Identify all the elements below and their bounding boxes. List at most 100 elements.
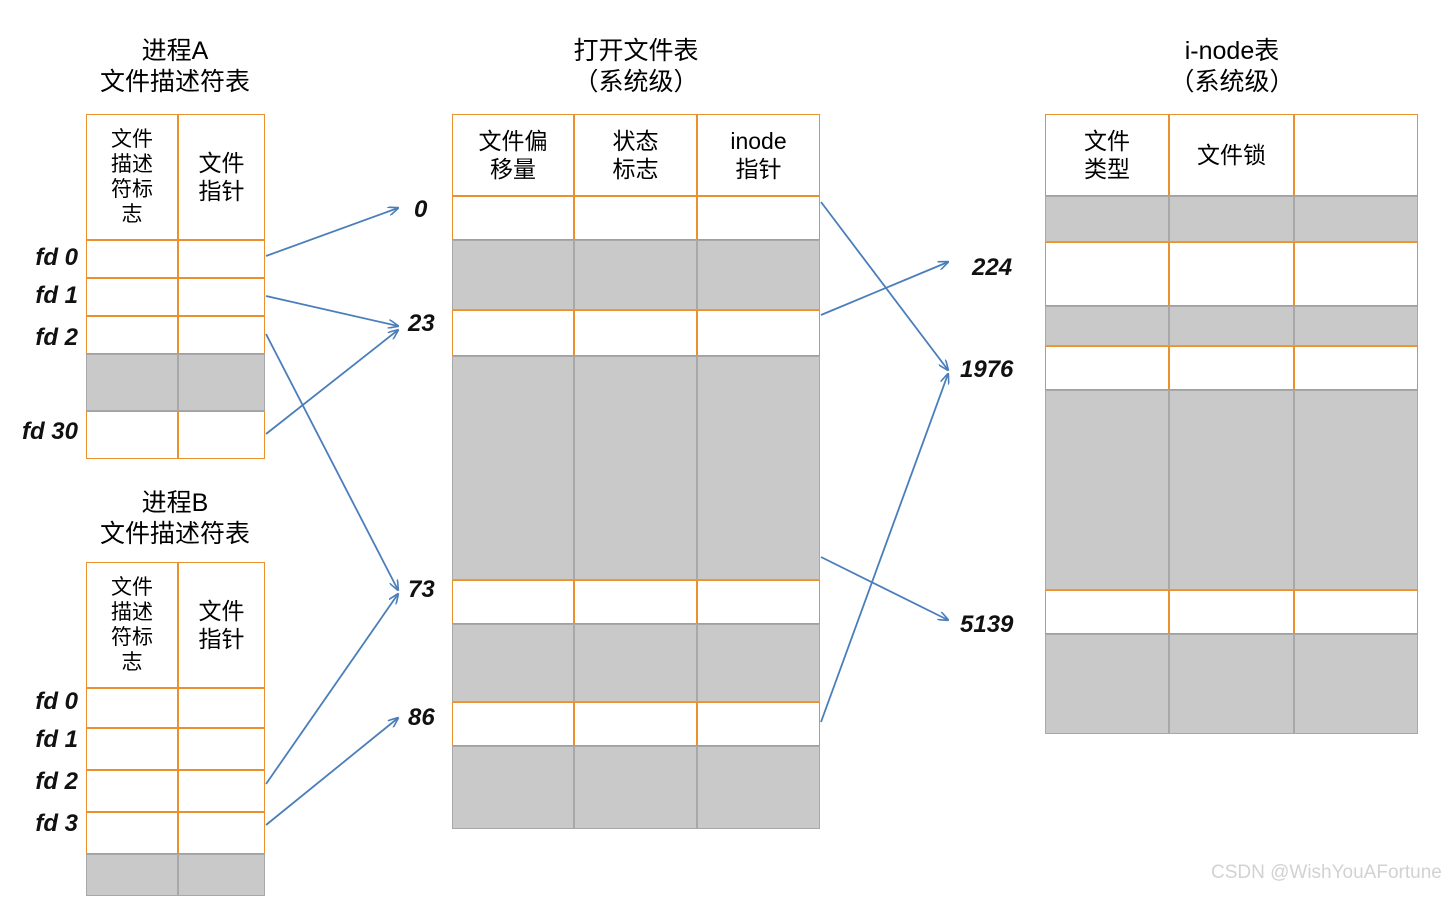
table-row-empty bbox=[1045, 634, 1418, 734]
column-header-fd-flag: 文件 描述 符标 志 bbox=[86, 562, 178, 688]
cell-file-lock bbox=[1169, 306, 1294, 346]
table-row[interactable] bbox=[1045, 590, 1418, 634]
cell-status-flags bbox=[574, 746, 697, 829]
row-label-b-fd0: fd 0 bbox=[35, 688, 78, 715]
cell-file-pointer bbox=[178, 278, 265, 316]
table-row[interactable] bbox=[86, 316, 265, 354]
cell-fd-flag bbox=[86, 411, 178, 459]
cell-file-lock bbox=[1169, 346, 1294, 390]
cell-file-type bbox=[1045, 196, 1169, 242]
row-label-fd0: fd 0 bbox=[35, 244, 78, 271]
arrow-b-fd3-to-offset86 bbox=[265, 718, 398, 826]
cell-blank bbox=[1294, 242, 1418, 306]
table-row[interactable] bbox=[86, 240, 265, 278]
process-a-title: 进程A 文件描述符表 bbox=[99, 37, 250, 96]
cell-inode-pointer bbox=[697, 746, 820, 829]
table-row[interactable] bbox=[86, 728, 265, 770]
table-row[interactable] bbox=[452, 580, 820, 624]
cell-file-lock bbox=[1169, 634, 1294, 734]
inode-table-title: i-node表 （系统级） bbox=[1169, 37, 1295, 96]
table-row[interactable] bbox=[452, 196, 820, 240]
cell-file-offset bbox=[452, 580, 574, 624]
cell-file-pointer bbox=[178, 316, 265, 354]
cell-fd-flag bbox=[86, 278, 178, 316]
table-row[interactable] bbox=[86, 688, 265, 728]
cell-file-pointer bbox=[178, 240, 265, 278]
cell-file-offset bbox=[452, 196, 574, 240]
open-file-table-title: 打开文件表 （系统级） bbox=[573, 37, 699, 96]
arrow-offset23-to-inode224 bbox=[820, 262, 948, 316]
table-row[interactable] bbox=[86, 770, 265, 812]
table-row[interactable] bbox=[452, 702, 820, 746]
row-label-inode-224: 224 bbox=[972, 254, 1013, 281]
column-header-file-pointer: 文件 指针 bbox=[178, 114, 265, 240]
table-header-row: 文件 类型 文件锁 bbox=[1045, 114, 1418, 196]
table-row-empty bbox=[452, 356, 820, 580]
table-header-row: 文件偏 移量 状态 标志 inode 指针 bbox=[452, 114, 820, 196]
cell-file-offset bbox=[452, 356, 574, 580]
column-header-file-type: 文件 类型 bbox=[1045, 114, 1169, 196]
column-header-status-flags: 状态 标志 bbox=[574, 114, 697, 196]
cell-file-type bbox=[1045, 346, 1169, 390]
cell-fd-flag bbox=[86, 854, 178, 896]
cell-file-lock bbox=[1169, 196, 1294, 242]
cell-status-flags bbox=[574, 240, 697, 310]
column-header-fd-flag: 文件 描述 符标 志 bbox=[86, 114, 178, 240]
column-header-inode-pointer: inode 指针 bbox=[697, 114, 820, 196]
table-row-empty bbox=[452, 624, 820, 702]
table-row[interactable] bbox=[452, 310, 820, 356]
cell-status-flags bbox=[574, 580, 697, 624]
cell-file-offset bbox=[452, 240, 574, 310]
cell-file-lock bbox=[1169, 590, 1294, 634]
row-label-offset-23: 23 bbox=[408, 310, 435, 337]
cell-file-lock bbox=[1169, 242, 1294, 306]
table-row[interactable] bbox=[1045, 242, 1418, 306]
inode-table: 文件 类型 文件锁 bbox=[1045, 114, 1418, 734]
cell-inode-pointer bbox=[697, 310, 820, 356]
open-file-table: 文件偏 移量 状态 标志 inode 指针 bbox=[452, 114, 820, 829]
table-header-row: 文件 描述 符标 志 文件 指针 bbox=[86, 562, 265, 688]
cell-file-offset bbox=[452, 702, 574, 746]
table-header-row: 文件 描述 符标 志 文件 指针 bbox=[86, 114, 265, 240]
cell-file-type bbox=[1045, 242, 1169, 306]
column-header-file-offset: 文件偏 移量 bbox=[452, 114, 574, 196]
table-row-empty bbox=[1045, 390, 1418, 590]
row-label-fd2: fd 2 bbox=[35, 324, 78, 351]
arrow-a-fd2-to-offset73 bbox=[265, 333, 398, 590]
cell-file-offset bbox=[452, 310, 574, 356]
arrow-a-fd0-to-offset0 bbox=[265, 208, 398, 257]
arrow-offset86-to-inode1976 bbox=[820, 374, 948, 723]
arrow-offset0-to-inode1976 bbox=[820, 201, 948, 370]
table-row[interactable] bbox=[86, 812, 265, 854]
table-row[interactable] bbox=[1045, 346, 1418, 390]
column-header-file-lock: 文件锁 bbox=[1169, 114, 1294, 196]
arrow-a-fd30-to-offset23 bbox=[265, 330, 398, 435]
table-row[interactable] bbox=[86, 411, 265, 459]
cell-fd-flag bbox=[86, 354, 178, 411]
table-row-empty bbox=[452, 240, 820, 310]
column-header-file-pointer: 文件 指针 bbox=[178, 562, 265, 688]
row-label-fd1: fd 1 bbox=[35, 282, 78, 309]
cell-inode-pointer bbox=[697, 240, 820, 310]
cell-fd-flag bbox=[86, 770, 178, 812]
cell-fd-flag bbox=[86, 728, 178, 770]
watermark: CSDN @WishYouAFortune bbox=[1211, 862, 1442, 883]
cell-file-type bbox=[1045, 306, 1169, 346]
column-header-blank bbox=[1294, 114, 1418, 196]
cell-file-pointer bbox=[178, 854, 265, 896]
cell-file-pointer bbox=[178, 354, 265, 411]
cell-blank bbox=[1294, 590, 1418, 634]
table-row-empty bbox=[452, 746, 820, 829]
cell-inode-pointer bbox=[697, 624, 820, 702]
cell-status-flags bbox=[574, 702, 697, 746]
arrow-a-fd1-to-offset23 bbox=[265, 295, 398, 326]
row-label-inode-1976: 1976 bbox=[960, 356, 1014, 383]
arrow-offset73-to-inode5139 bbox=[820, 556, 948, 620]
cell-file-pointer bbox=[178, 411, 265, 459]
row-label-offset-73: 73 bbox=[408, 576, 435, 603]
cell-blank bbox=[1294, 306, 1418, 346]
cell-file-offset bbox=[452, 624, 574, 702]
cell-status-flags bbox=[574, 624, 697, 702]
cell-file-pointer bbox=[178, 770, 265, 812]
table-row[interactable] bbox=[86, 278, 265, 316]
